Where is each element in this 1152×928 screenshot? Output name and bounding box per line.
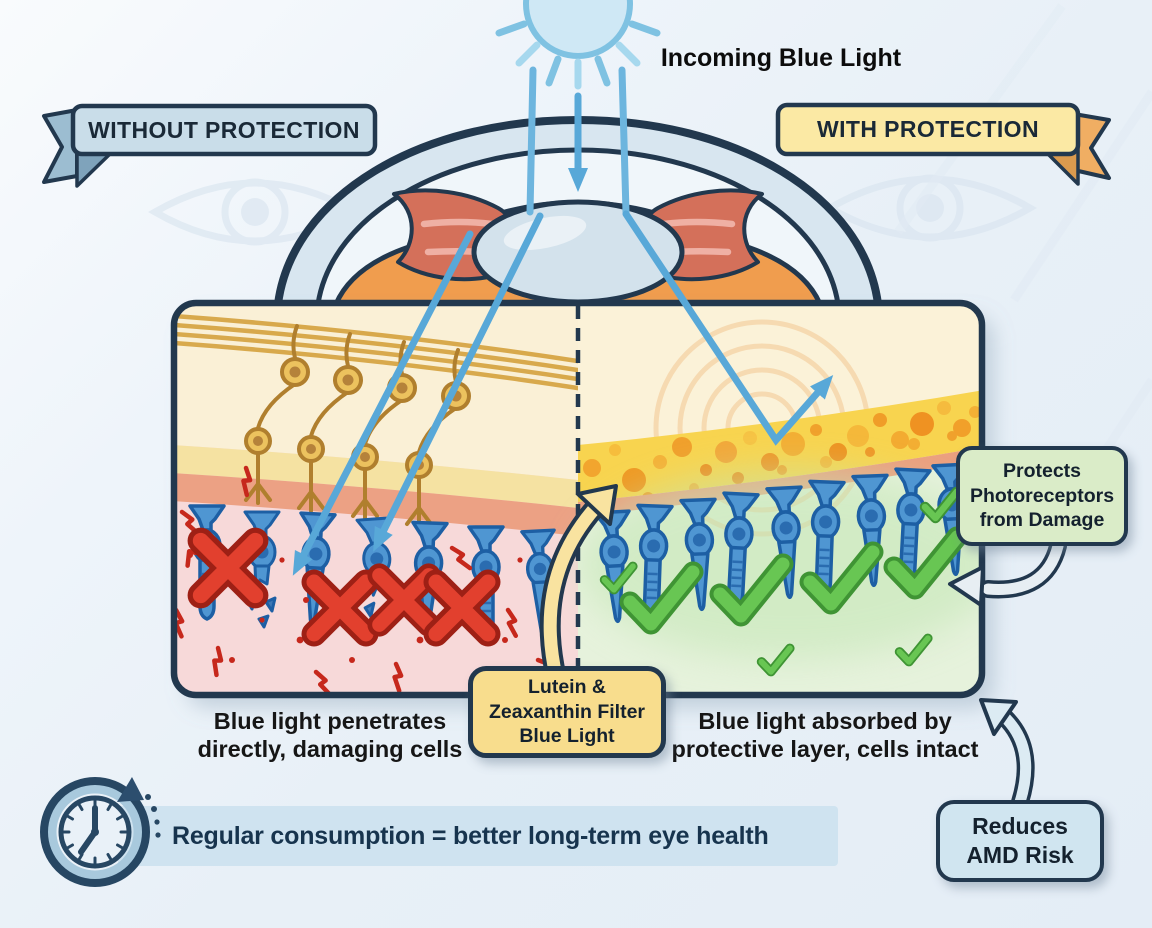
callout-line: Blue Light: [519, 725, 615, 748]
clock-icon: [40, 777, 161, 887]
callout-line: Reduces: [972, 812, 1068, 839]
caption-line: Blue light penetrates: [213, 708, 447, 734]
sun-icon: [495, 0, 661, 90]
banner-without-protection: WITHOUT PROTECTION: [88, 116, 360, 143]
ribbon-without-protection: [42, 103, 378, 188]
without-protection-panel: [174, 303, 585, 695]
callout-line: Photoreceptors: [969, 484, 1115, 507]
amd-arrow: [979, 698, 1035, 811]
lutein-arrow: [539, 484, 618, 687]
protects-arrow: [948, 537, 1067, 607]
callout-reduces-amd-risk: Reduces AMD Risk: [936, 800, 1104, 882]
callout-line: Zeaxanthin Filter: [488, 700, 646, 723]
retina-panel: [174, 303, 982, 695]
nerve-fibers: [174, 313, 585, 392]
footer-message: Regular consumption = better long-term e…: [172, 821, 769, 850]
ribbon-with-protection: [775, 102, 1111, 186]
incoming-light-label: Incoming Blue Light: [660, 44, 902, 72]
callout-line: Protects: [1002, 460, 1082, 483]
callout-line: Lutein &: [528, 676, 606, 699]
with-protection-panel: [578, 303, 982, 695]
callout-protects-photoreceptors: Protects Photoreceptors from Damage: [956, 446, 1128, 546]
banner-with-protection: WITH PROTECTION: [817, 116, 1039, 142]
callout-line: AMD Risk: [966, 842, 1074, 868]
caption-with-protection: Blue light absorbed by protective layer,…: [653, 708, 997, 763]
caption-without-protection: Blue light penetrates directly, damaging…: [160, 708, 500, 763]
callout-lutein-zeaxanthin: Lutein & Zeaxanthin Filter Blue Light: [468, 666, 666, 758]
blue-light-rays: [292, 66, 834, 576]
caption-line: directly, damaging cells: [197, 735, 463, 762]
caption-line: protective layer, cells intact: [671, 735, 979, 762]
callout-line: from Damage: [979, 509, 1105, 532]
footer-band: [118, 806, 838, 866]
caption-line: Blue light absorbed by: [698, 708, 952, 734]
